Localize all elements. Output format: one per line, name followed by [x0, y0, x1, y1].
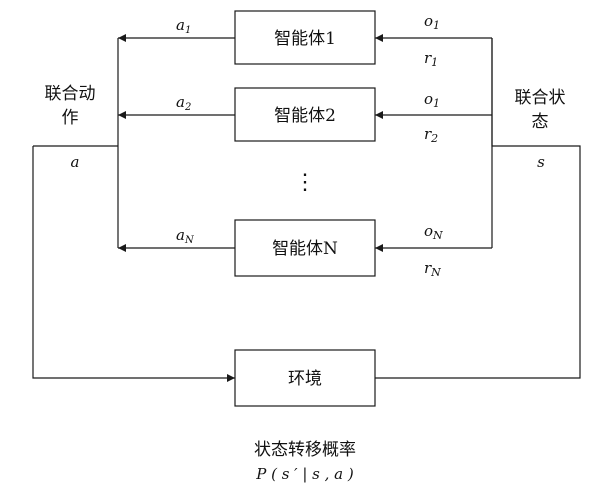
joint-state-symbol: s: [537, 153, 545, 171]
environment-box: [234, 349, 376, 407]
agent-label-1: 智能体1: [274, 29, 336, 49]
reward-label-2: r2: [424, 125, 438, 145]
agent-box-n: [234, 219, 376, 277]
joint-action-loop-line: [32, 146, 235, 382]
joint-action-label-line2: 作: [62, 108, 79, 128]
obs-label-2: o1: [424, 90, 440, 110]
action-label-1: a1: [176, 16, 191, 36]
joint-action-label-line1: 联合动: [45, 84, 96, 104]
joint-action-symbol: a: [71, 153, 80, 171]
transition-label: 状态转移概率: [254, 440, 356, 460]
joint-state-label-line1: 联合状: [515, 88, 566, 108]
agent-label-2: 智能体2: [274, 106, 336, 126]
agent-box-2: [234, 87, 376, 142]
transition-formula: P ( s ′ | s , a ): [255, 465, 354, 483]
obs-label-n: oN: [424, 222, 443, 242]
action-label-n: aN: [176, 226, 195, 246]
action-label-2: a2: [176, 93, 191, 113]
agent-label-n: 智能体N: [272, 239, 338, 259]
environment-label: 环境: [288, 369, 322, 389]
agent-box-1: [234, 10, 376, 65]
agents-ellipsis: ⋮: [294, 170, 316, 195]
reward-label-n: rN: [424, 259, 441, 279]
obs-label-1: o1: [424, 12, 440, 32]
joint-state-label-line2: 态: [532, 112, 549, 132]
reward-label-1: r1: [424, 49, 438, 69]
